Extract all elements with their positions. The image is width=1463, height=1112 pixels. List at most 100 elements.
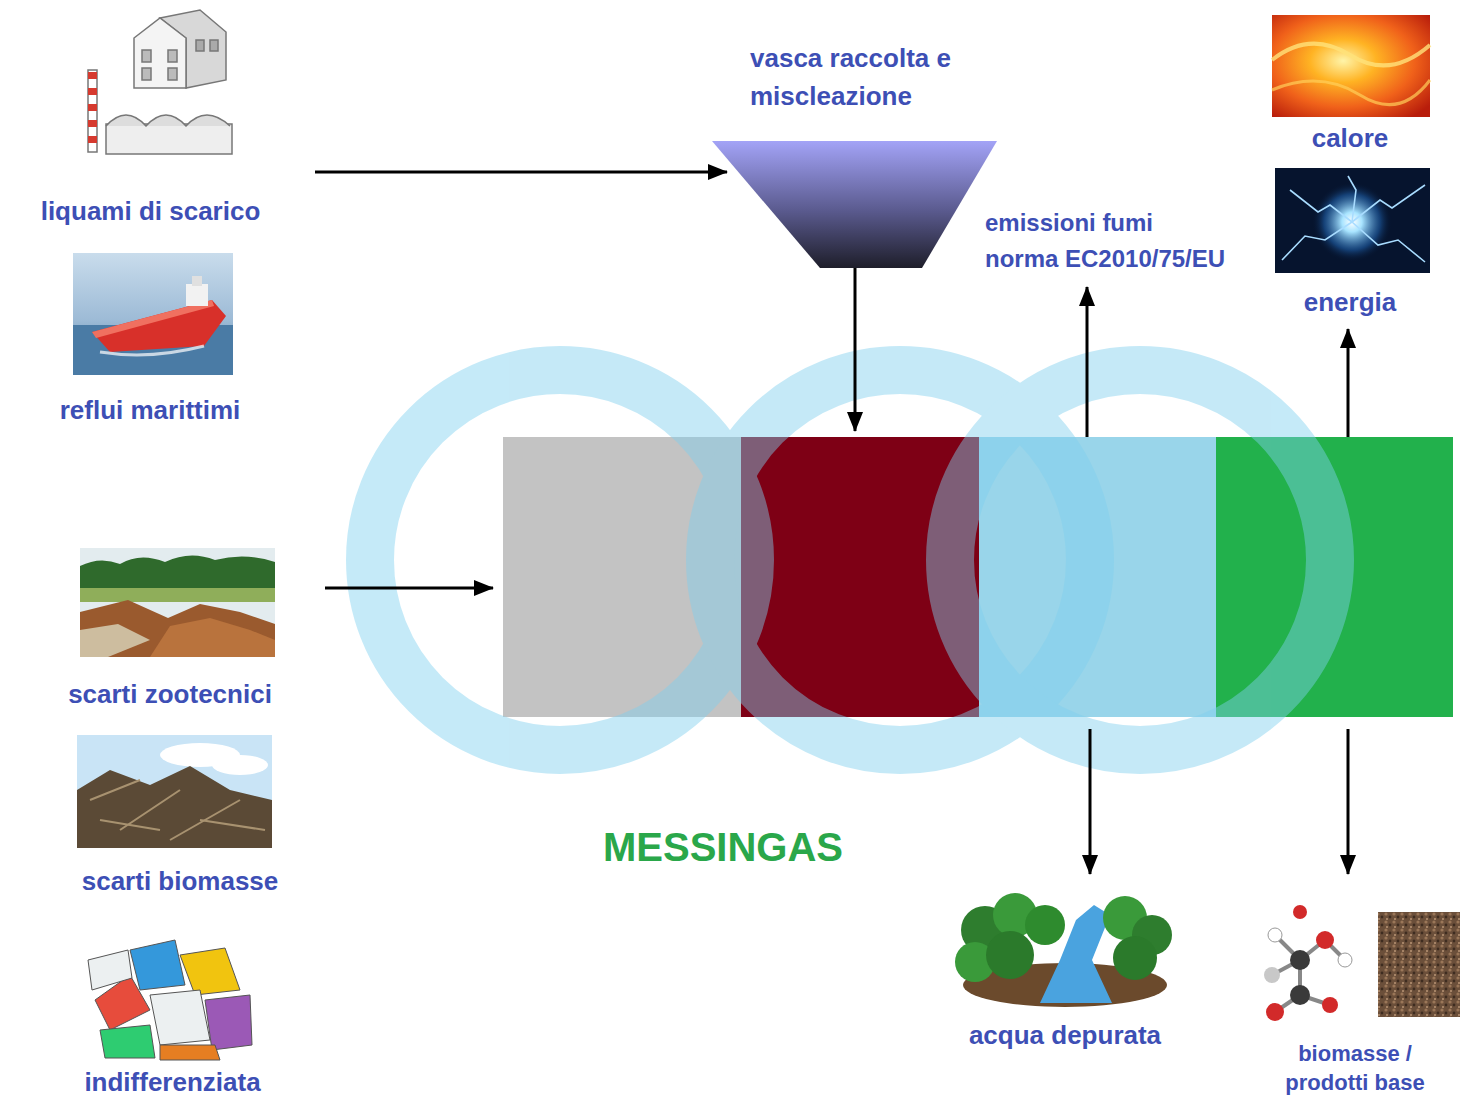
livestock-waste-photo bbox=[80, 548, 275, 657]
molecule-icon bbox=[1264, 967, 1280, 983]
flow-arrow bbox=[1089, 729, 1092, 874]
watermark-logo bbox=[370, 370, 1330, 750]
factory-icon bbox=[88, 70, 97, 152]
biomass-waste-photo bbox=[212, 755, 268, 775]
source-item: scarti zootecnici bbox=[30, 543, 310, 713]
watermark-logo bbox=[950, 370, 1330, 750]
energy-photo bbox=[1290, 190, 1352, 222]
factory-icon bbox=[134, 18, 186, 88]
source-item: indifferenziata bbox=[50, 930, 295, 1105]
mixed-waste-icon bbox=[180, 948, 240, 995]
flow-arrow bbox=[1347, 729, 1350, 874]
energy-photo bbox=[1352, 222, 1425, 262]
flow-arrow bbox=[854, 262, 857, 431]
biomass-waste-photo bbox=[200, 820, 265, 830]
factory-icon bbox=[142, 68, 151, 80]
factory-icon bbox=[88, 104, 97, 111]
heat-photo bbox=[1272, 15, 1430, 117]
source-item: reflui marittimi bbox=[20, 248, 280, 433]
molecule-icon bbox=[1290, 985, 1310, 1005]
emission-note: emissioni fumi norma EC2010/75/EU bbox=[980, 205, 1265, 279]
mixed-waste-icon bbox=[205, 995, 252, 1050]
livestock-waste-photo bbox=[80, 600, 275, 657]
node-label: biomasse / prodotti base bbox=[1260, 1040, 1450, 1097]
node-label: scarti zootecnici bbox=[30, 680, 310, 710]
node-label: vasca raccolta e miscleazione bbox=[750, 40, 1012, 115]
livestock-waste-photo bbox=[150, 618, 275, 657]
molecule-icon bbox=[1266, 1003, 1284, 1021]
energy-photo bbox=[1282, 176, 1425, 262]
factory-icon bbox=[196, 40, 204, 51]
mixed-waste-icon bbox=[150, 990, 210, 1045]
energy-photo bbox=[1275, 168, 1430, 273]
heat-photo bbox=[1272, 44, 1430, 66]
grain-photo bbox=[1378, 912, 1460, 1017]
output-item: calore bbox=[1255, 8, 1445, 158]
node-label: calore bbox=[1255, 124, 1445, 154]
ship-photo bbox=[186, 284, 208, 306]
heat-photo bbox=[1272, 80, 1430, 105]
output-item: biomasse / prodotti base bbox=[1250, 880, 1460, 1105]
factory-icon bbox=[88, 136, 97, 143]
node-label: emissioni fumi norma EC2010/75/EU bbox=[985, 205, 1230, 277]
flow-arrow bbox=[1347, 329, 1350, 437]
molecule-icon bbox=[1338, 953, 1352, 967]
output-item: acqua depurata bbox=[945, 880, 1185, 1055]
mixed-waste-icon bbox=[88, 950, 132, 990]
flow-arrow bbox=[325, 587, 493, 590]
mixing-tank-shape bbox=[712, 141, 997, 268]
node-label: energia bbox=[1255, 288, 1445, 318]
biomass-waste-photo bbox=[77, 735, 272, 848]
factory-icon bbox=[106, 115, 230, 126]
molecule-icon bbox=[1290, 950, 1310, 970]
biomass-waste-photo bbox=[90, 780, 140, 800]
ship-photo bbox=[192, 276, 202, 286]
river-icon bbox=[1025, 905, 1065, 945]
source-item: scarti biomasse bbox=[45, 730, 315, 900]
energy-photo bbox=[1275, 168, 1430, 273]
mixing-tank: vasca raccolta e miscleazione bbox=[712, 40, 1020, 262]
livestock-waste-photo bbox=[80, 624, 150, 657]
factory-icon bbox=[88, 88, 97, 95]
mixed-waste-icon bbox=[100, 1025, 155, 1058]
factory-icon bbox=[88, 10, 232, 154]
biomass-waste-photo bbox=[77, 735, 272, 848]
node-label: acqua depurata bbox=[945, 1021, 1185, 1051]
mixed-waste-icon bbox=[88, 940, 252, 1060]
factory-icon bbox=[88, 120, 97, 127]
factory-icon bbox=[168, 50, 177, 62]
factory-icon bbox=[168, 68, 177, 80]
molecule-icon bbox=[1293, 905, 1307, 919]
livestock-waste-photo bbox=[80, 555, 275, 592]
flow-arrow bbox=[1086, 287, 1089, 437]
river-icon bbox=[955, 893, 1172, 1007]
biomass-waste-photo bbox=[77, 766, 272, 848]
factory-icon bbox=[106, 124, 232, 154]
mixing-tank-outline bbox=[712, 141, 997, 268]
mixed-waste-icon bbox=[160, 1045, 220, 1060]
livestock-waste-photo bbox=[80, 588, 275, 602]
output-item: energia bbox=[1255, 163, 1445, 323]
process-bar: MESSINGAS bbox=[503, 437, 1453, 717]
source-item: liquami di scarico bbox=[8, 5, 293, 233]
energy-photo bbox=[1282, 222, 1352, 260]
river-icon bbox=[1113, 936, 1157, 980]
livestock-waste-photo bbox=[80, 548, 275, 657]
ship-photo bbox=[73, 253, 233, 375]
ship-photo bbox=[73, 253, 233, 375]
grain-photo bbox=[1378, 912, 1460, 1017]
energy-photo bbox=[1352, 185, 1425, 222]
factory-icon bbox=[88, 72, 97, 79]
biomass-waste-photo bbox=[90, 780, 265, 840]
molecule-icon bbox=[1322, 997, 1338, 1013]
factory-icon bbox=[210, 40, 218, 51]
molecule-icon bbox=[1272, 935, 1345, 1012]
molecule-icon bbox=[1316, 931, 1334, 949]
node-label: liquami di scarico bbox=[8, 197, 293, 227]
flow-arrow bbox=[315, 171, 727, 174]
node-label: MESSINGAS bbox=[603, 824, 903, 870]
biomass-waste-photo bbox=[100, 820, 160, 830]
molecule-icon bbox=[1264, 905, 1352, 1021]
node-label: reflui marittimi bbox=[20, 396, 280, 426]
